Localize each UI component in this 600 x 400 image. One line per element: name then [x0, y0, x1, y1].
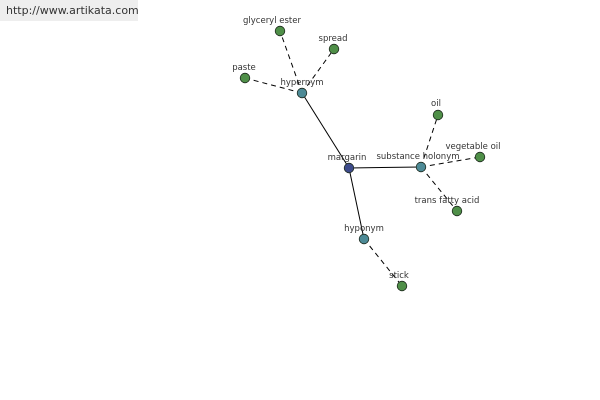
node-label-margarin[interactable]: margarin — [328, 153, 367, 163]
node-dot-margarin[interactable] — [343, 162, 355, 174]
node-oil[interactable]: oil — [431, 99, 444, 121]
edge-hypernym-to-paste — [244, 77, 303, 94]
node-vegetable-oil[interactable]: vegetable oil — [445, 142, 501, 163]
node-dot-hypernym[interactable] — [296, 87, 308, 99]
site-url-banner[interactable]: http://www.artikata.com — [0, 0, 139, 21]
node-dot-hyponym[interactable] — [358, 233, 370, 245]
node-hypernym[interactable]: hypernym — [280, 78, 324, 99]
edge-margarin-to-substance-holonym — [348, 166, 422, 169]
edge-hypernym-to-glyceryl-ester — [279, 30, 303, 94]
node-label-stick[interactable]: stick — [389, 271, 409, 281]
node-label-trans-fatty-acid[interactable]: trans fatty acid — [415, 196, 480, 206]
edge-margarin-to-hypernym — [301, 92, 350, 169]
edge-substance-holonym-to-trans-fatty-acid — [420, 166, 458, 212]
node-label-substance-holonym[interactable]: substance holonym — [376, 152, 459, 162]
node-dot-glyceryl-ester[interactable] — [274, 25, 286, 37]
node-label-vegetable-oil[interactable]: vegetable oil — [445, 142, 500, 152]
node-dot-spread[interactable] — [328, 43, 340, 55]
edge-hypernym-to-spread — [301, 48, 335, 94]
node-label-paste[interactable]: paste — [232, 63, 256, 73]
node-stick[interactable]: stick — [389, 271, 409, 292]
node-spread[interactable]: spread — [319, 34, 348, 55]
node-dot-stick[interactable] — [396, 280, 408, 292]
node-paste[interactable]: paste — [232, 63, 256, 84]
node-dot-substance-holonym[interactable] — [415, 161, 427, 173]
node-dot-paste[interactable] — [239, 72, 251, 84]
node-dot-trans-fatty-acid[interactable] — [451, 205, 463, 217]
node-hyponym[interactable]: hyponym — [344, 224, 384, 245]
node-label-spread[interactable]: spread — [319, 34, 348, 44]
node-margarin[interactable]: margarin — [328, 153, 367, 174]
node-label-oil[interactable]: oil — [431, 99, 441, 109]
node-label-glyceryl-ester[interactable]: glyceryl ester — [243, 16, 301, 26]
edge-substance-holonym-to-vegetable-oil — [420, 156, 481, 168]
edge-margarin-to-hyponym — [348, 167, 365, 240]
node-glyceryl-ester[interactable]: glyceryl ester — [243, 16, 301, 37]
node-trans-fatty-acid[interactable]: trans fatty acid — [415, 196, 480, 217]
graph-nodes: margarin hypernym substance holonym hyponym… — [232, 16, 501, 292]
edge-substance-holonym-to-oil — [420, 114, 439, 168]
edge-hyponym-to-stick — [363, 238, 403, 287]
node-label-hypernym[interactable]: hypernym — [280, 78, 323, 88]
node-substance-holonym[interactable]: substance holonym — [376, 152, 460, 173]
graph-edges — [244, 30, 481, 287]
node-dot-vegetable-oil[interactable] — [474, 151, 486, 163]
node-dot-oil[interactable] — [432, 109, 444, 121]
node-label-hyponym[interactable]: hyponym — [344, 224, 384, 234]
